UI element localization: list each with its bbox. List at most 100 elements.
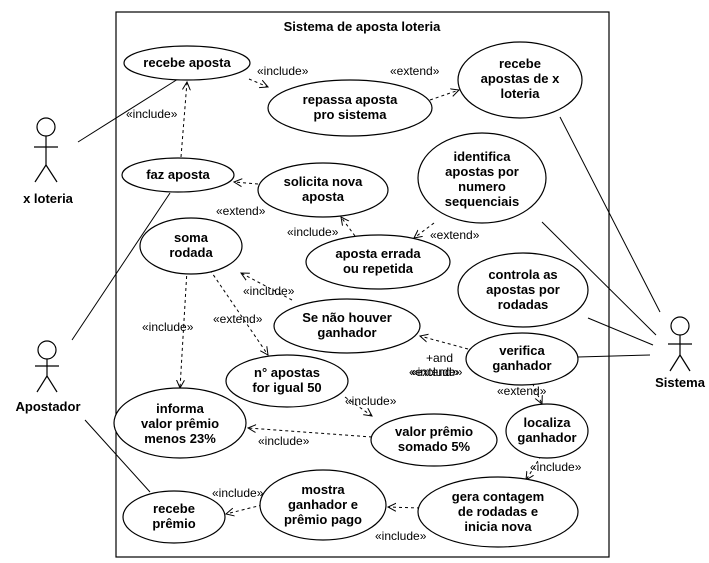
actor-apostador[interactable]: Apostador <box>16 340 81 414</box>
use-case-label-line: rodada <box>169 245 213 260</box>
system-title: Sistema de aposta loteria <box>284 19 442 34</box>
dep-aposta-errada-solicita <box>341 217 356 237</box>
actor-label: Apostador <box>16 399 81 414</box>
use-case-label-line: apostas de x <box>481 71 561 86</box>
use-case-label-line: ganhador <box>492 358 551 373</box>
use-case-label-line: valor prêmio <box>141 416 219 431</box>
use-case-label-line: informa <box>156 401 204 416</box>
label-include-valor-informa: «include» <box>258 434 310 448</box>
dep-mostra-recebe-premio <box>226 504 263 514</box>
label-and-verifica-senao: +and <box>426 351 453 365</box>
use-case-label-line: Se não houver <box>302 310 392 325</box>
dep-verifica-localiza <box>529 377 542 404</box>
use-case-label-line: inicia nova <box>464 519 532 534</box>
dep-localiza-gera <box>526 455 542 480</box>
actor-sistema[interactable]: Sistema <box>655 316 706 390</box>
dep-gera-mostra <box>388 507 421 508</box>
use-case-label-line: repassa aposta <box>303 92 398 107</box>
use-case-label-line: soma <box>174 230 209 245</box>
use-case-label-line: verifica <box>499 343 545 358</box>
dep-valor-informa <box>248 428 373 438</box>
use-case-label-line: ganhador <box>517 430 576 445</box>
svg-text:recebe aposta: recebe aposta <box>143 55 231 70</box>
use-case-label-line: valor prêmio <box>395 424 473 439</box>
use-case-label-line: numero <box>458 179 506 194</box>
actor-x-loteria[interactable]: x loteria <box>23 117 74 206</box>
dep-recebe-repassa <box>248 78 268 87</box>
use-case-label-line: n° apostas <box>254 365 320 380</box>
use-case-label-line: solicita nova <box>284 174 364 189</box>
label-include-verifica-senao: «include» <box>411 365 463 379</box>
assoc-sistema-controla <box>587 317 654 346</box>
dep-soma-informa <box>180 269 188 388</box>
use-case-label-line: menos 23% <box>144 431 216 446</box>
dep-soma-napostas <box>209 269 268 355</box>
label-extend-verifica-senao: «extend» <box>409 365 459 379</box>
label-include-senao-soma: «include» <box>243 284 295 298</box>
use-case-label-line: faz aposta <box>146 167 210 182</box>
system-boundary <box>115 11 610 558</box>
stick-figure-icon <box>668 316 692 372</box>
use-case-label-line: loteria <box>500 86 540 101</box>
label-include-napostas-valor: «include» <box>345 394 397 408</box>
dep-solicita-faz <box>234 182 259 184</box>
use-case-label-line: de rodadas e <box>458 504 538 519</box>
use-case-label-line: recebe aposta <box>143 55 231 70</box>
use-case-label-line: prêmio <box>152 516 195 531</box>
assoc-xloteria-recebe-aposta <box>77 78 179 143</box>
label-include-soma-informa: «include» <box>142 320 194 334</box>
use-case-label-line: ou repetida <box>343 261 414 276</box>
actor-label: Sistema <box>655 375 706 390</box>
use-case-faz-aposta[interactable]: faz aposta <box>121 157 235 193</box>
use-case-label-line: ganhador e <box>288 497 358 512</box>
label-include-recebe-repassa: «include» <box>257 64 309 78</box>
use-case-recebe-aposta[interactable]: recebe aposta <box>123 45 251 81</box>
assoc-apostador-faz-aposta <box>71 192 171 341</box>
label-include-localiza-gera: «include» <box>530 460 582 474</box>
use-case-label-line: apostas por <box>486 282 560 297</box>
actor-label: x loteria <box>23 191 74 206</box>
label-extend-repassa-recebe-x: «extend» <box>390 64 440 78</box>
stick-figure-icon <box>35 340 59 393</box>
label-include-mostra-recebe: «include» <box>212 486 264 500</box>
assoc-sistema-recebe-apostas-x <box>559 116 661 313</box>
use-case-label-line: aposta errada <box>335 246 421 261</box>
use-case-label-line: apostas por <box>445 164 519 179</box>
label-extend-solicita-faz: «extend» <box>216 204 266 218</box>
use-case-label-line: gera contagem <box>452 489 544 504</box>
use-case-label-line: ganhador <box>317 325 376 340</box>
assoc-sistema-identifica <box>541 221 657 336</box>
assoc-sistema-verifica <box>577 354 651 358</box>
use-case-label-line: localiza <box>524 415 572 430</box>
use-case-label-line: aposta <box>302 189 345 204</box>
label-include-errada-solicita: «include» <box>287 225 339 239</box>
